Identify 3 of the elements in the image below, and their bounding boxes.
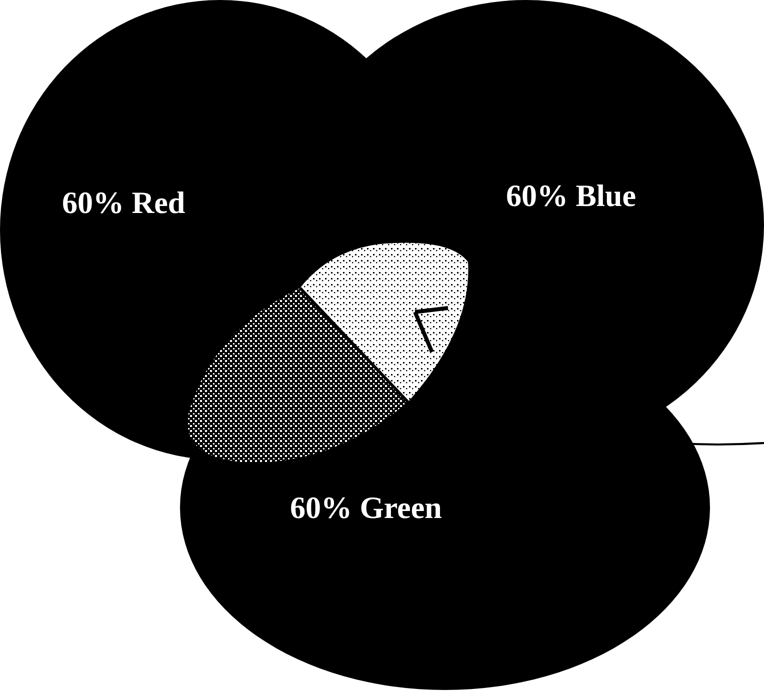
circle-label: 60% Blue (506, 178, 636, 214)
circle-label: 60% Green (290, 490, 442, 526)
circle-label: 60% Red (62, 185, 186, 221)
